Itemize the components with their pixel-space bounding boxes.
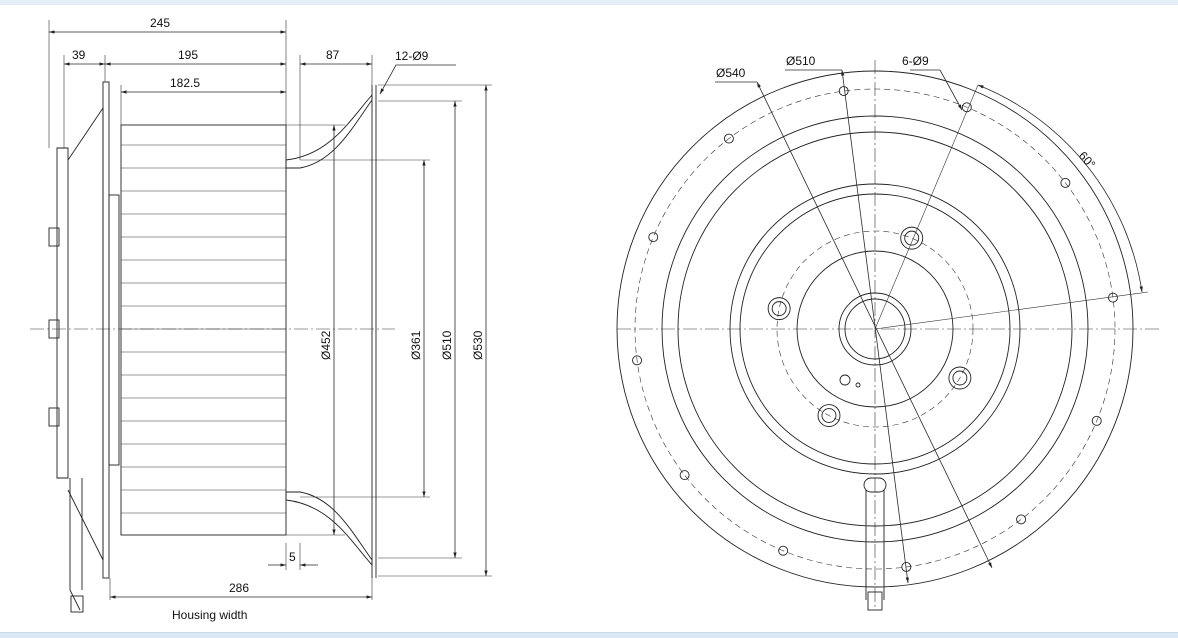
screw-detail xyxy=(839,374,851,386)
top-band xyxy=(0,0,1178,5)
flange-hole xyxy=(679,470,690,481)
dia-510-line xyxy=(841,69,909,584)
dim-impeller-depth: 195 xyxy=(178,48,198,62)
housing-width-label: Housing width xyxy=(172,608,247,622)
motor-bolt xyxy=(900,226,924,250)
dim-housing-width-value: 286 xyxy=(229,581,249,595)
flange-hole xyxy=(632,355,643,366)
cable-end-front xyxy=(867,591,883,611)
angle-arc xyxy=(977,84,1143,293)
motor-stud xyxy=(48,227,60,247)
motor-stud xyxy=(48,407,60,427)
dim-flange-outer: Ø530 xyxy=(471,330,485,360)
motor-plate xyxy=(56,147,69,479)
dim-inlet-bore: Ø361 xyxy=(409,330,423,360)
dim-bolt-circle-side: Ø510 xyxy=(440,330,454,360)
cable-end xyxy=(70,595,84,613)
dim-outer-diameter: Ø540 xyxy=(716,66,746,80)
flange-hole xyxy=(838,86,849,97)
impeller-backplate xyxy=(102,81,110,579)
dim-angle: 60° xyxy=(1076,149,1099,172)
dim-overall-depth: 245 xyxy=(150,16,170,30)
dim-gap: 5 xyxy=(289,550,296,564)
impeller-blades xyxy=(120,124,287,536)
dim-motor-offset: 39 xyxy=(72,48,86,62)
bottom-band xyxy=(0,632,1178,638)
side-view: 245 39 195 182.5 87 12-Ø9 Ø452 Ø361 Ø510… xyxy=(30,16,492,622)
hub xyxy=(108,194,120,466)
cable xyxy=(69,478,83,611)
dim-mount-holes: 6-Ø9 xyxy=(902,54,929,68)
dim-inlet-depth: 87 xyxy=(326,48,340,62)
flange-hole xyxy=(1091,415,1102,426)
inlet-ring-bottom xyxy=(285,491,373,567)
motor-bolt-inner xyxy=(771,301,787,317)
dim-blade-length: 182.5 xyxy=(170,76,200,90)
motor-bolts xyxy=(767,226,972,427)
dim-flange-holes: 12-Ø9 xyxy=(395,49,429,63)
blade-lines xyxy=(121,144,286,514)
dim-bolt-circle-front: Ø510 xyxy=(786,54,816,68)
motor-bolt-inner xyxy=(904,230,920,246)
flange-hole xyxy=(648,232,659,243)
motor-stud xyxy=(48,319,60,339)
flange-hole xyxy=(1016,514,1027,525)
motor-bolt xyxy=(767,297,791,321)
inlet-ring-top xyxy=(285,93,373,169)
small-hole xyxy=(855,382,861,388)
flange-hole xyxy=(1107,292,1118,303)
front-view: Ø540 Ø510 6-Ø9 60° xyxy=(616,54,1162,611)
dim-inner-ring: Ø452 xyxy=(319,330,333,360)
flange-hole xyxy=(723,133,734,144)
motor-housing xyxy=(67,106,104,561)
